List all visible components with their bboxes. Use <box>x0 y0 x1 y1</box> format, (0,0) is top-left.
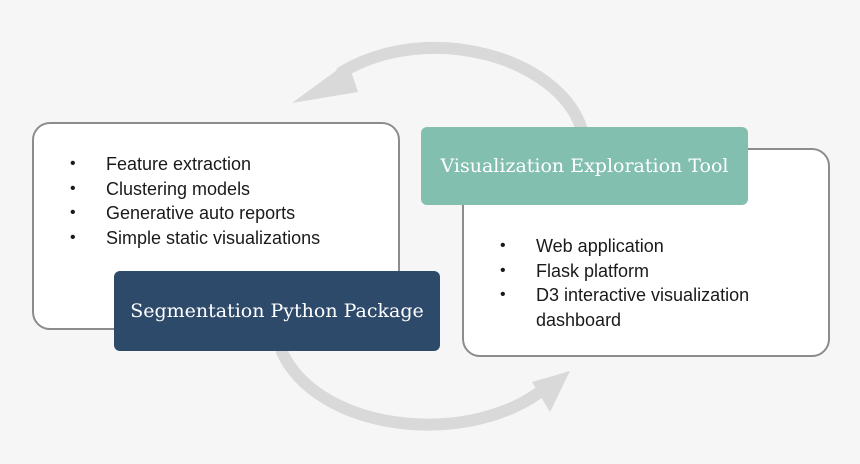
list-item-text: D3 interactive visualization dashboard <box>536 285 750 330</box>
list-item-text: Feature extraction <box>106 154 252 174</box>
segmentation-package-label: Segmentation Python Package <box>114 271 440 351</box>
bullet-icon: • <box>70 204 76 221</box>
bullet-icon: • <box>500 286 506 303</box>
bottom-cycle-arrow <box>276 346 546 431</box>
bullet-icon: • <box>70 155 76 172</box>
list-item: • Flask platform <box>500 259 820 284</box>
list-item: • Web application <box>500 234 820 259</box>
segmentation-feature-list: • Feature extraction • Clustering models •… <box>70 152 320 250</box>
list-item: • Simple static visualizations <box>70 226 320 251</box>
top-cycle-arrow <box>336 41 588 136</box>
list-item-text: Clustering models <box>106 178 251 199</box>
bottom-arrowhead <box>532 371 570 412</box>
bullet-icon: • <box>500 237 506 254</box>
visualization-feature-list: • Web application • Flask platform • D3 int… <box>500 234 820 332</box>
segmentation-package-title: Segmentation Python Package <box>130 300 424 322</box>
visualization-tool-title: Visualization Exploration Tool <box>440 155 729 177</box>
list-item: • D3 interactive visualization dashboard <box>500 283 820 332</box>
list-item-text: Generative auto reports <box>106 203 296 223</box>
top-arrowhead <box>292 62 358 103</box>
list-item: • Generative auto reports <box>70 201 320 226</box>
visualization-tool-label: Visualization Exploration Tool <box>421 127 748 205</box>
bullet-icon: • <box>70 179 76 197</box>
list-item: • Feature extraction <box>70 152 320 177</box>
list-item: • Clustering models <box>70 177 320 202</box>
list-item-text: Web application <box>536 236 664 256</box>
list-item-text: Flask platform <box>536 260 650 281</box>
bullet-icon: • <box>500 261 506 279</box>
list-item-text: Simple static visualizations <box>106 227 321 248</box>
bullet-icon: • <box>70 228 76 246</box>
